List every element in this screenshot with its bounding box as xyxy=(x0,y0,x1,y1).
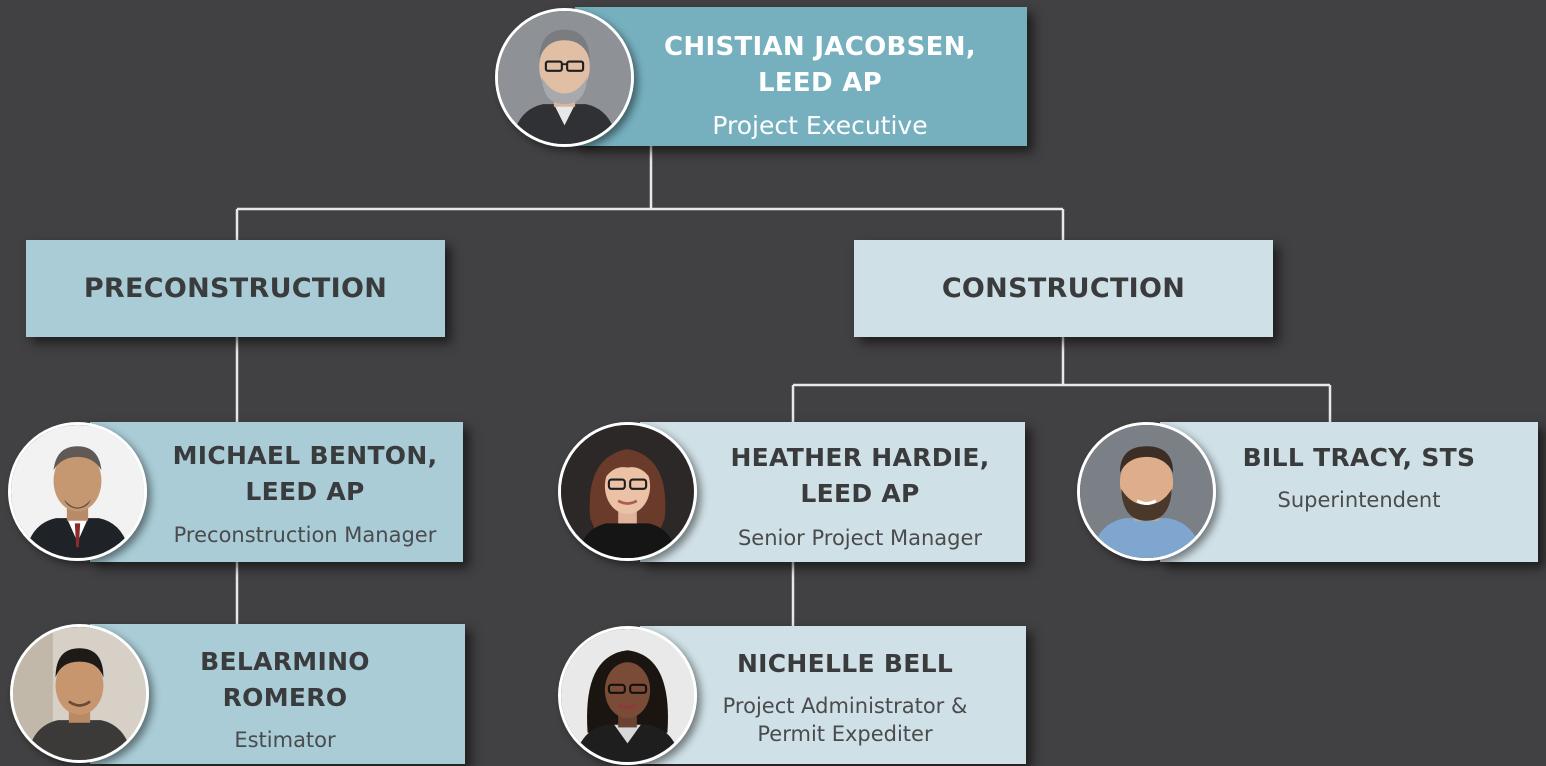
belarmino-romero-role: Estimator xyxy=(234,728,336,752)
belarmino-romero-photo xyxy=(10,624,149,763)
michael-benton-card: MICHAEL BENTON, LEED AP Preconstruction … xyxy=(90,422,463,562)
bill-tracy-name: BILL TRACY, STS xyxy=(1242,443,1476,472)
executive-name: CHISTIAN JACOBSEN, LEED AP xyxy=(664,32,976,98)
executive-role: Project Executive xyxy=(712,111,928,140)
executive-photo xyxy=(495,8,634,147)
executive-card: CHISTIAN JACOBSEN, LEED AP Project Execu… xyxy=(575,7,1027,146)
preconstruction-label: PRECONSTRUCTION xyxy=(83,273,388,304)
michael-benton-role: Preconstruction Manager xyxy=(173,523,437,547)
construction-department: CONSTRUCTION xyxy=(854,240,1273,337)
belarmino-romero-name: BELARMINO ROMERO xyxy=(200,647,370,712)
nichelle-bell-name: NICHELLE BELL xyxy=(736,649,954,678)
nichelle-bell-role: Project Administrator & Permit Expediter xyxy=(722,694,968,746)
heather-hardie-photo xyxy=(558,422,697,561)
bill-tracy-card: BILL TRACY, STS Superintendent xyxy=(1160,422,1538,562)
nichelle-bell-photo xyxy=(558,626,697,765)
belarmino-romero-card: BELARMINO ROMERO Estimator xyxy=(90,624,465,764)
heather-hardie-role: Senior Project Manager xyxy=(737,526,983,550)
bill-tracy-photo xyxy=(1077,422,1216,561)
nichelle-bell-card: NICHELLE BELL Project Administrator & Pe… xyxy=(640,626,1026,764)
heather-hardie-card: HEATHER HARDIE, LEED AP Senior Project M… xyxy=(640,422,1025,562)
bill-tracy-role: Superintendent xyxy=(1277,488,1441,512)
preconstruction-department: PRECONSTRUCTION xyxy=(26,240,445,337)
michael-benton-name: MICHAEL BENTON, LEED AP xyxy=(172,441,438,506)
construction-label: CONSTRUCTION xyxy=(941,273,1186,304)
heather-hardie-name: HEATHER HARDIE, LEED AP xyxy=(730,443,990,508)
michael-benton-photo xyxy=(8,422,147,561)
